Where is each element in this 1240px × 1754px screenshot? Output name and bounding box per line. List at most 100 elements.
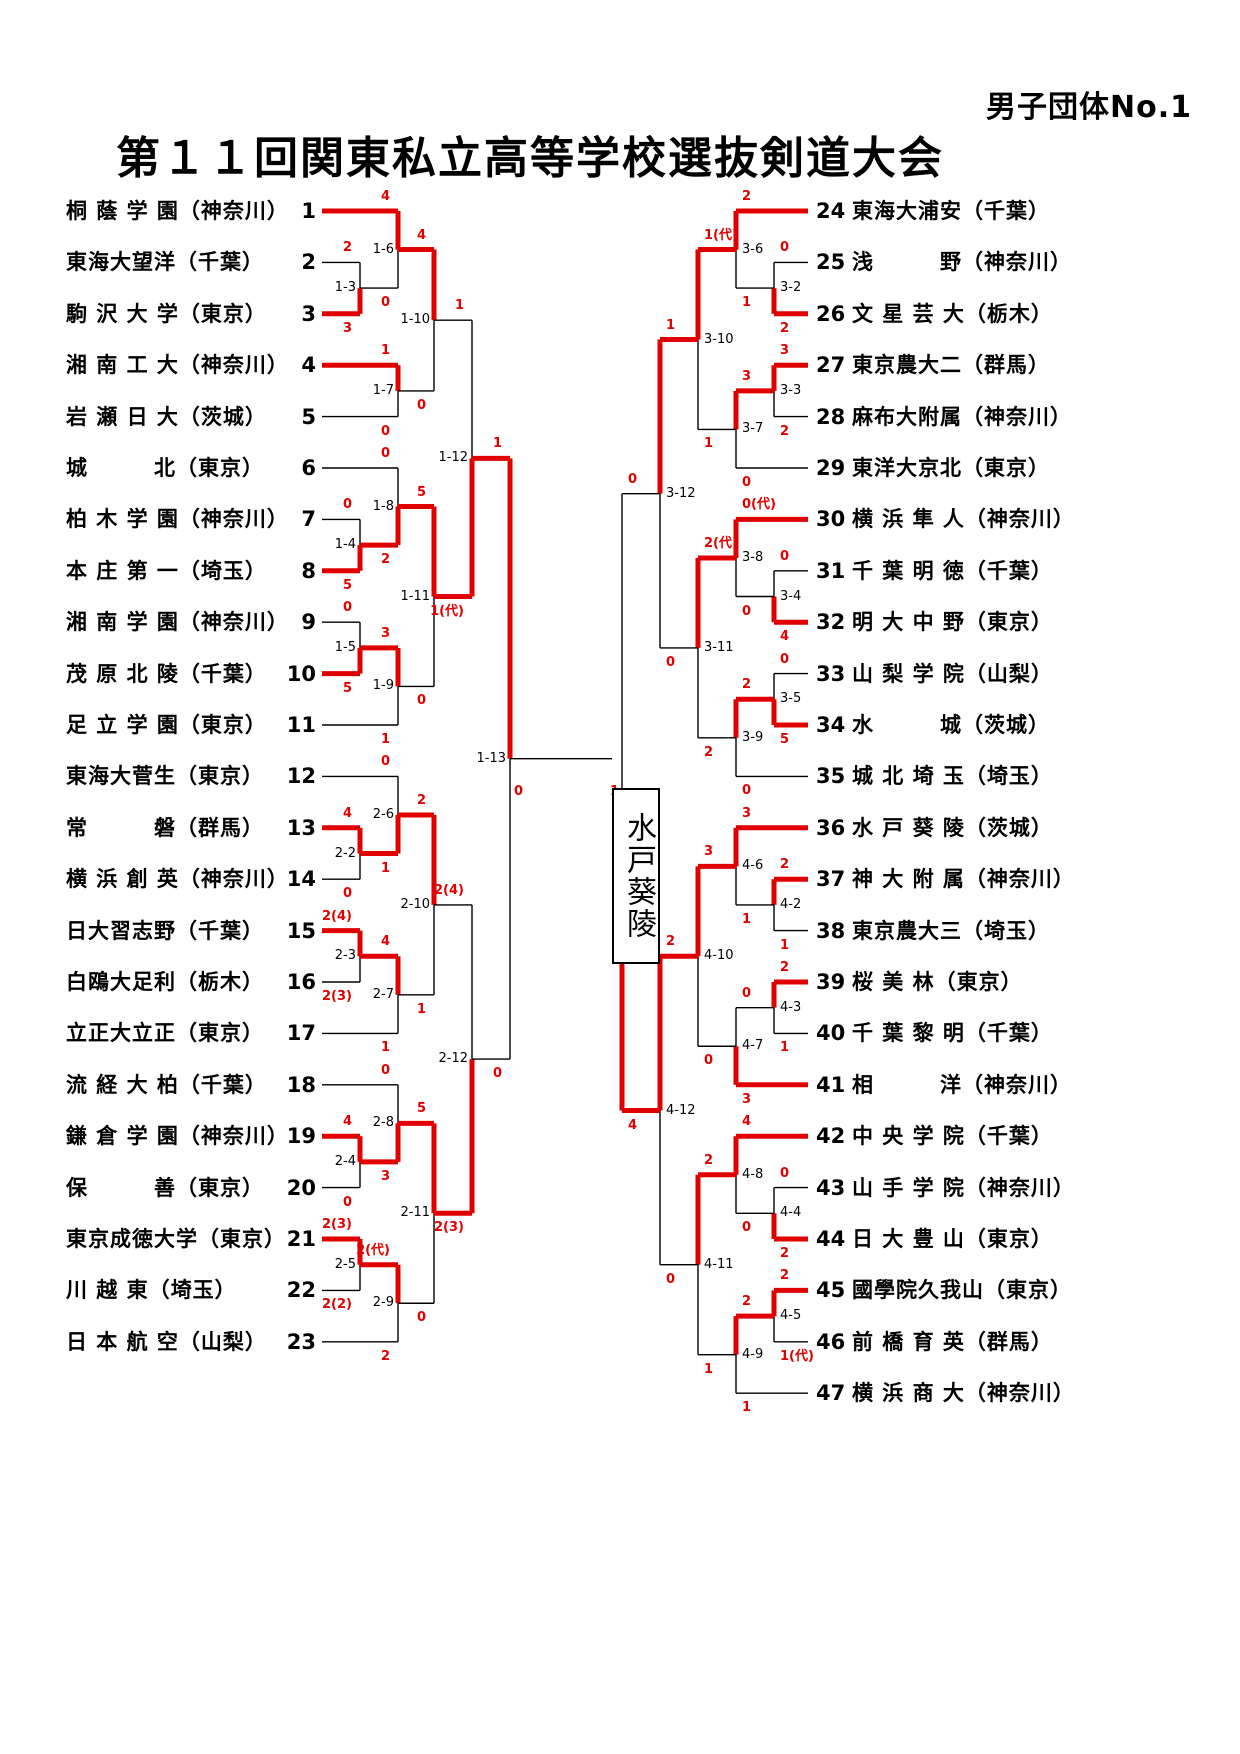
team-number: 42: [816, 1124, 846, 1149]
team-number: 44: [816, 1227, 846, 1251]
match-id: 1-10: [400, 312, 430, 328]
match-score-top: 0: [380, 1062, 390, 1078]
team-name: 水 城（茨城）: [852, 713, 1050, 737]
match-id: 3-2: [780, 280, 802, 296]
team-number: 32: [816, 610, 846, 635]
match-score-top: 4: [380, 934, 390, 950]
match-score-top: 2: [780, 857, 790, 873]
match-score-bottom: 0: [666, 654, 676, 670]
team-name: 明 大 中 野（東京）: [852, 610, 1053, 635]
match-score-bottom: 3: [742, 1091, 752, 1107]
match-id: 2-7: [372, 986, 394, 1002]
match-score-top: 2: [416, 792, 426, 808]
match-score-bottom: 2: [704, 744, 714, 760]
team-name: 桜 美 林（東京）: [852, 970, 1023, 994]
match-score-top: 2: [342, 240, 352, 256]
match-id: 4-7: [742, 1038, 764, 1054]
match-score-bottom: 1: [742, 1400, 752, 1416]
team-number: 40: [816, 1021, 846, 1046]
team-number: 10: [286, 661, 316, 686]
match-score-top: 5: [416, 1101, 426, 1117]
match-id: 4-9: [742, 1346, 764, 1362]
team-number: 23: [286, 1329, 316, 1354]
final-score-left: 0: [514, 784, 524, 800]
match-score-bottom: 0: [380, 295, 390, 311]
match-id: 1-12: [438, 450, 468, 466]
team-name: 横 浜 隼 人（神奈川）: [852, 507, 1075, 532]
team-number: 24: [816, 199, 846, 223]
team-name: 國學院久我山（東京）: [852, 1278, 1072, 1303]
match-score-bottom: 0: [492, 1066, 502, 1082]
match-score-bottom: 1: [780, 1040, 790, 1056]
team-number: 35: [816, 764, 846, 789]
team-name: 前 橋 育 英（群馬）: [852, 1329, 1053, 1354]
match-id: 2-8: [372, 1115, 394, 1131]
match-score-bottom: 5: [342, 680, 352, 696]
team-name: 東京成徳大学（東京）: [66, 1227, 286, 1251]
team-name: 本 庄 第 一（埼玉）: [66, 558, 267, 583]
team-name: 東海大菅生（東京）: [66, 764, 264, 789]
team-name: 千 葉 黎 明（千葉）: [852, 1021, 1053, 1046]
match-score-top: 2(代): [356, 1242, 390, 1258]
match-score-bottom: 2: [780, 1246, 790, 1261]
match-score-top: 0: [342, 497, 352, 513]
match-score-top: 2: [666, 934, 676, 950]
match-score-bottom: 2(2): [322, 1297, 352, 1313]
team-number: 25: [816, 250, 846, 275]
match-id: 4-8: [742, 1166, 764, 1182]
team-number: 18: [286, 1072, 316, 1097]
team-name: 麻布大附属（神奈川）: [852, 404, 1072, 429]
team-number: 14: [286, 867, 316, 892]
match-score-top: 0: [380, 754, 390, 770]
match-id: 2-10: [400, 896, 430, 912]
match-score-bottom: 2: [380, 1348, 390, 1364]
match-score-bottom: 4: [780, 629, 790, 645]
team-number: 46: [816, 1329, 846, 1354]
team-number: 39: [816, 970, 846, 994]
match-id: 3-8: [742, 549, 764, 565]
match-id: 2-9: [372, 1295, 394, 1311]
match-id: 3-6: [742, 241, 764, 257]
match-score-top: 2(4): [322, 908, 352, 924]
team-name: 横 浜 商 大（神奈川）: [852, 1381, 1075, 1406]
team-name: 白鴎大足利（栃木）: [66, 970, 264, 994]
match-score-bottom: 1: [380, 732, 390, 747]
match-score-bottom: 2(3): [322, 989, 352, 1004]
team-number: 1: [301, 199, 316, 223]
team-name: 湘 南 学 園（神奈川）: [66, 610, 289, 635]
team-name: 立正大立正（東京）: [66, 1021, 264, 1046]
team-number: 3: [301, 301, 316, 326]
match-id: 3-5: [780, 691, 802, 707]
team-name: 城 北 埼 玉（埼玉）: [852, 764, 1053, 789]
match-score-bottom: 0: [742, 603, 752, 619]
match-score-bottom: 5: [780, 732, 790, 747]
team-name: 千 葉 明 徳（千葉）: [852, 558, 1053, 583]
team-name: 横 浜 創 英（神奈川）: [66, 867, 289, 892]
team-name: 鎌 倉 学 園（神奈川）: [66, 1124, 289, 1149]
match-score-top: 2(代): [704, 535, 738, 551]
team-number: 36: [816, 815, 846, 840]
team-name: 茂 原 北 陵（千葉）: [66, 661, 267, 686]
team-name: 桐 蔭 学 園（神奈川）: [66, 199, 289, 223]
team-number: 16: [286, 970, 316, 994]
match-score-top: 4: [742, 1114, 752, 1130]
match-id: 2-2: [334, 845, 356, 861]
match-score-bottom: 3: [342, 320, 352, 336]
team-number: 13: [286, 815, 316, 840]
tournament-title: 第１１回関東私立高等学校選抜剣道大会: [116, 133, 944, 184]
match-score-bottom: 2: [380, 552, 390, 568]
match-id: 3-11: [704, 639, 734, 655]
match-id: 4-11: [704, 1256, 734, 1272]
match-id: 4-6: [742, 858, 764, 874]
match-id: 3-3: [780, 382, 802, 398]
team-number: 11: [286, 713, 316, 737]
team-number: 5: [301, 404, 316, 429]
match-id: 3-10: [704, 331, 734, 347]
match-score-top: 1: [454, 298, 464, 314]
match-score-top: 2: [742, 189, 752, 204]
match-score-top: 0: [780, 1165, 790, 1181]
team-name: 水 戸 葵 陵（茨城）: [852, 815, 1053, 840]
match-id: 1-3: [334, 280, 356, 296]
match-score-top: 1: [380, 343, 390, 359]
match-score-bottom: 1: [380, 860, 390, 876]
